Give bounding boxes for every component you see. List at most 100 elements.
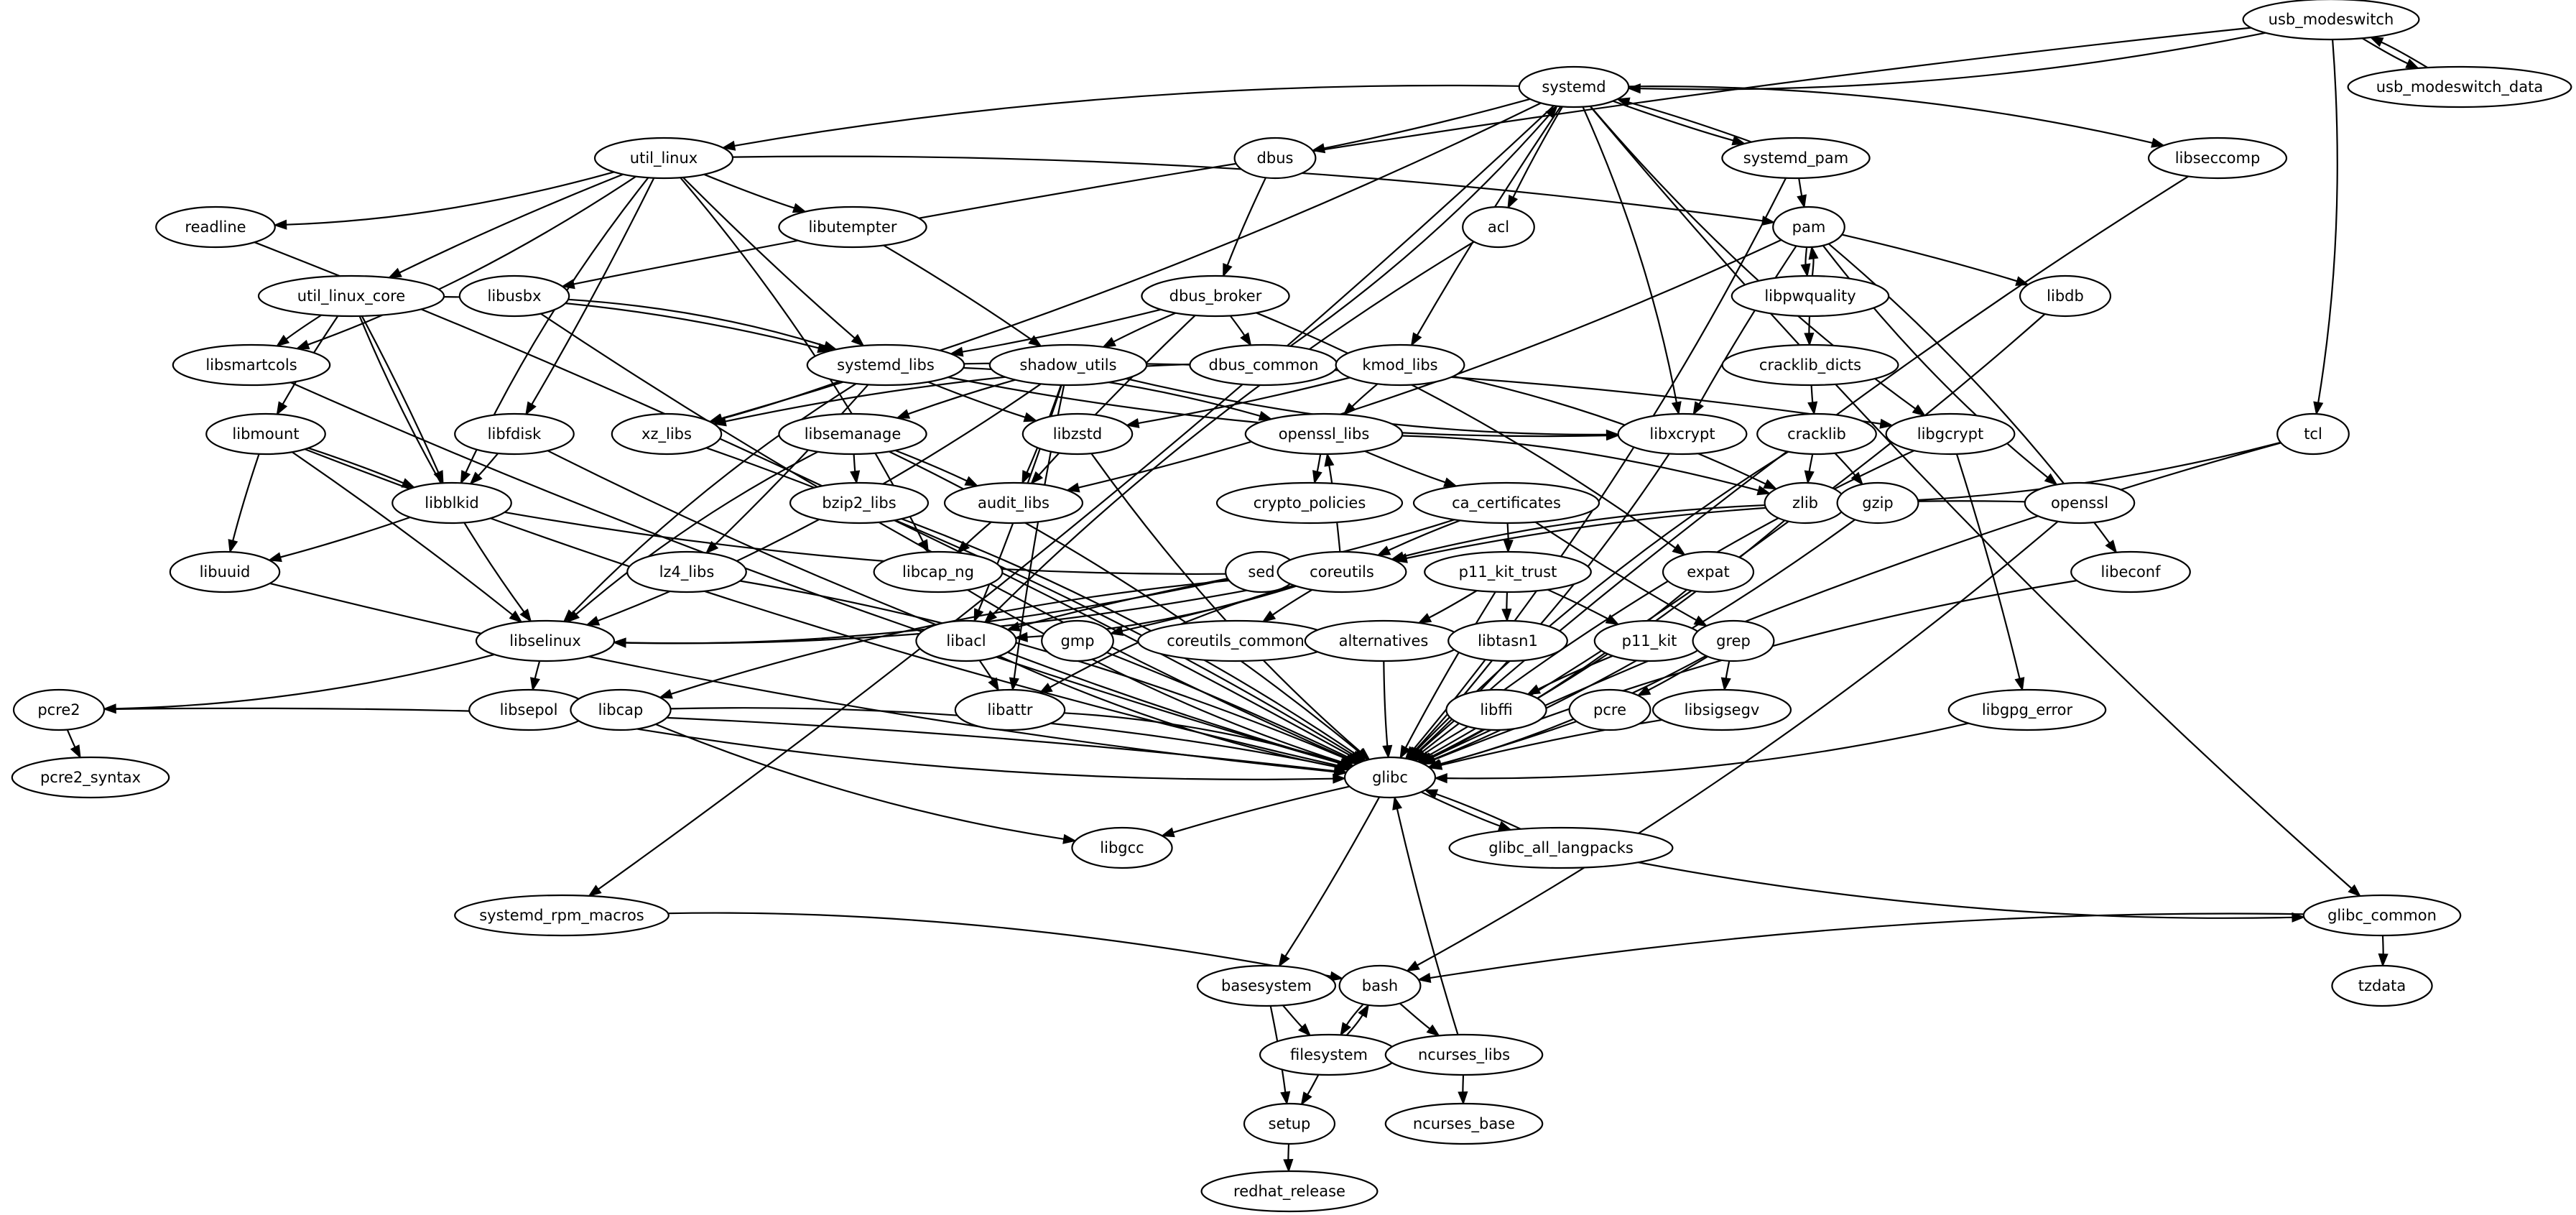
node-zlib[interactable]: zlib xyxy=(1764,481,1847,525)
node-openssl-libs[interactable]: openssl_libs xyxy=(1244,412,1404,456)
node-libsepol[interactable]: libsepol xyxy=(468,688,589,731)
arrowhead-icon xyxy=(850,470,861,485)
node-crypto-policies[interactable]: crypto_policies xyxy=(1215,481,1404,525)
edges-layer xyxy=(66,27,2429,1173)
node-libsemanage[interactable]: libsemanage xyxy=(778,412,927,456)
node-kmod-libs[interactable]: kmod_libs xyxy=(1335,343,1465,387)
node-libutempter[interactable]: libutempter xyxy=(778,205,927,249)
node-libacl[interactable]: libacl xyxy=(915,619,1017,662)
edge-line xyxy=(1534,521,1697,622)
node-gmp[interactable]: gmp xyxy=(1041,619,1114,662)
node-p11-kit-trust[interactable]: p11_kit_trust xyxy=(1424,550,1592,593)
node-libgcc[interactable]: libgcc xyxy=(1071,826,1173,869)
node-libffi[interactable]: libffi xyxy=(1445,688,1547,731)
node-dbus[interactable]: dbus xyxy=(1233,137,1317,180)
node-glibc-common[interactable]: glibc_common xyxy=(2302,894,2462,937)
node-libattr[interactable]: libattr xyxy=(954,688,1066,731)
node-openssl[interactable]: openssl xyxy=(2024,481,2136,525)
node-lz4-libs[interactable]: lz4_libs xyxy=(626,550,747,593)
node-gzip[interactable]: gzip xyxy=(1836,481,1919,525)
node-ca-certificates[interactable]: ca_certificates xyxy=(1412,481,1600,525)
edge-line xyxy=(531,177,655,405)
node-usb-modeswitch-data[interactable]: usb_modeswitch_data xyxy=(2347,65,2572,108)
arrowhead-icon xyxy=(1329,971,1344,981)
node-label: zlib xyxy=(1792,494,1818,512)
node-libzstd[interactable]: libzstd xyxy=(1021,412,1134,456)
node-coreutils-common[interactable]: coreutils_common xyxy=(1137,619,1334,662)
node-glibc-all-langpacks[interactable]: glibc_all_langpacks xyxy=(1448,826,1674,869)
node-dbus-broker[interactable]: dbus_broker xyxy=(1141,274,1290,318)
node-libtasn1[interactable]: libtasn1 xyxy=(1447,619,1568,662)
node-shadow-utils[interactable]: shadow_utils xyxy=(988,343,1148,387)
node-libmount[interactable]: libmount xyxy=(205,412,326,456)
node-systemd-libs[interactable]: systemd_libs xyxy=(806,343,965,387)
node-pcre2-syntax[interactable]: pcre2_syntax xyxy=(11,756,170,799)
edge-line xyxy=(580,719,1334,780)
node-cracklib[interactable]: cracklib xyxy=(1756,412,1877,456)
node-filesystem[interactable]: filesystem xyxy=(1259,1033,1399,1076)
node-audit-libs[interactable]: audit_libs xyxy=(943,481,1084,525)
node-libxcrypt[interactable]: libxcrypt xyxy=(1617,412,1748,456)
node-redhat-release[interactable]: redhat_release xyxy=(1200,1170,1379,1213)
nodes-layer: usb_modeswitchusb_modeswitch_datasystemd… xyxy=(11,0,2572,1213)
node-bzip2-libs[interactable]: bzip2_libs xyxy=(789,481,930,525)
arrowhead-icon xyxy=(1417,972,1432,983)
node-label: lz4_libs xyxy=(659,563,715,581)
node-coreutils[interactable]: coreutils xyxy=(1277,550,1407,593)
node-cracklib-dicts[interactable]: cracklib_dicts xyxy=(1721,343,1899,387)
node-util-linux-core[interactable]: util_linux_core xyxy=(257,274,445,318)
node-libpwquality[interactable]: libpwquality xyxy=(1731,274,1890,318)
node-ncurses-base[interactable]: ncurses_base xyxy=(1384,1102,1544,1145)
node-libgcrypt[interactable]: libgcrypt xyxy=(1885,412,2016,456)
node-systemd-pam[interactable]: systemd_pam xyxy=(1721,137,1871,180)
node-libuuid[interactable]: libuuid xyxy=(169,550,281,593)
node-basesystem[interactable]: basesystem xyxy=(1196,964,1337,1007)
node-libeconf[interactable]: libeconf xyxy=(2070,550,2191,593)
node-p11-kit[interactable]: p11_kit xyxy=(1593,619,1705,662)
node-glibc[interactable]: glibc xyxy=(1343,756,1437,799)
node-systemd-rpm-macros[interactable]: systemd_rpm_macros xyxy=(454,894,670,937)
node-libsigsegv[interactable]: libsigsegv xyxy=(1651,688,1792,731)
node-setup[interactable]: setup xyxy=(1243,1102,1336,1145)
node-sed[interactable]: sed xyxy=(1225,550,1298,593)
node-libusbx[interactable]: libusbx xyxy=(458,274,570,318)
node-ellipse xyxy=(1335,343,1465,387)
node-libcap-ng[interactable]: libcap_ng xyxy=(873,550,1004,593)
node-dbus-common[interactable]: dbus_common xyxy=(1189,343,1338,387)
node-libdb[interactable]: libdb xyxy=(2019,274,2112,318)
node-acl[interactable]: acl xyxy=(1462,205,1535,249)
node-libgpg-error[interactable]: libgpg_error xyxy=(1947,688,2107,731)
node-tcl[interactable]: tcl xyxy=(2276,412,2350,456)
edge-line xyxy=(1698,245,1797,405)
node-xz-libs[interactable]: xz_libs xyxy=(611,412,723,456)
node-tzdata[interactable]: tzdata xyxy=(2331,964,2433,1007)
node-libsmartcols[interactable]: libsmartcols xyxy=(172,343,331,387)
node-ncurses-libs[interactable]: ncurses_libs xyxy=(1384,1033,1544,1076)
arrowhead-icon xyxy=(1912,404,1927,417)
arrowhead-icon xyxy=(1422,754,1437,764)
node-pam[interactable]: pam xyxy=(1772,205,1845,249)
node-label: kmod_libs xyxy=(1362,356,1437,374)
node-ellipse xyxy=(1462,205,1535,249)
node-usb-modeswitch[interactable]: usb_modeswitch xyxy=(2242,0,2420,41)
node-alternatives[interactable]: alternatives xyxy=(1304,619,1463,662)
node-readline[interactable]: readline xyxy=(155,205,276,249)
node-expat[interactable]: expat xyxy=(1662,550,1755,593)
node-libseccomp[interactable]: libseccomp xyxy=(2147,137,2288,180)
node-grep[interactable]: grep xyxy=(1692,619,1775,662)
node-libfdisk[interactable]: libfdisk xyxy=(454,412,575,456)
edge-line xyxy=(1364,450,1446,484)
arrowhead-icon xyxy=(658,688,673,699)
node-libselinux[interactable]: libselinux xyxy=(475,619,616,662)
node-label: libzstd xyxy=(1053,425,1103,443)
node-systemd[interactable]: systemd xyxy=(1518,65,1630,108)
node-libcap[interactable]: libcap xyxy=(570,688,672,731)
node-ellipse xyxy=(2276,412,2350,456)
node-ellipse xyxy=(454,412,575,456)
node-libblkid[interactable]: libblkid xyxy=(392,481,512,525)
node-pcre2[interactable]: pcre2 xyxy=(12,688,106,731)
node-bash[interactable]: bash xyxy=(1338,964,1422,1007)
node-util-linux[interactable]: util_linux xyxy=(593,137,734,180)
node-pcre[interactable]: pcre xyxy=(1568,688,1651,731)
node-label: pcre2_syntax xyxy=(40,769,141,787)
